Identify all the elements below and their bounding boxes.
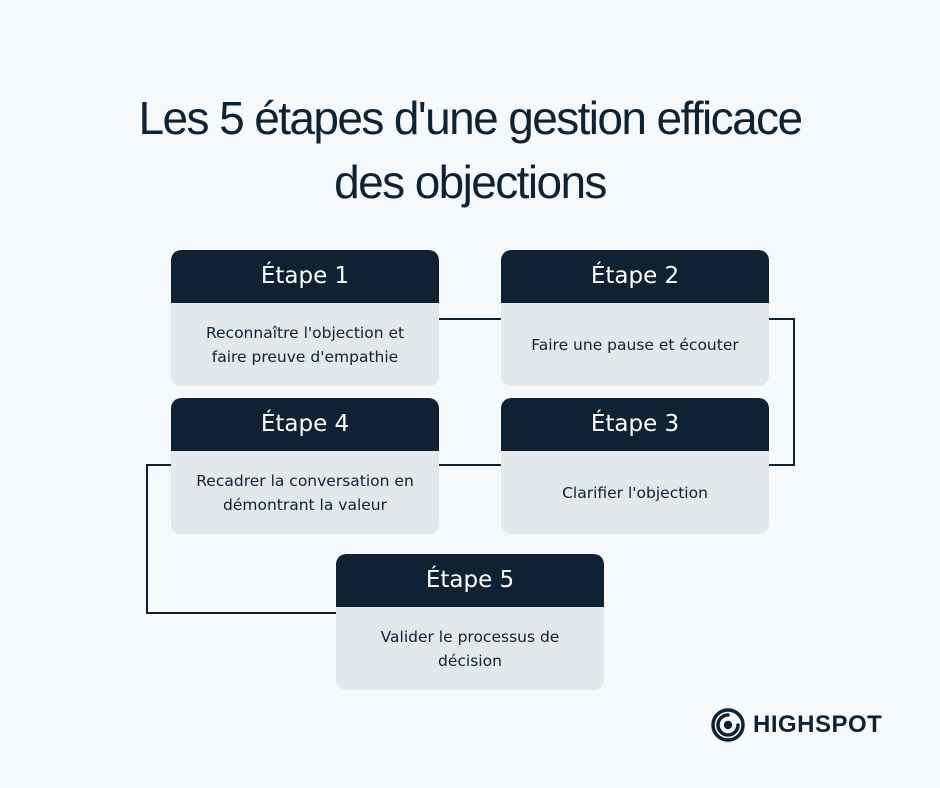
step-4-header: Étape 4 (171, 398, 439, 451)
step-3-header: Étape 3 (501, 398, 769, 451)
step-1-text-line-2: faire preuve d'empathie (211, 347, 399, 366)
step-5-text-line-1: Valider le processus de (380, 627, 560, 646)
step-5-card: Étape 5 Valider le processus de décision (336, 554, 604, 690)
step-1-text: Reconnaître l'objection et faire preuve … (171, 303, 439, 386)
step-1-header: Étape 1 (171, 250, 439, 303)
step-2-text-line-1: Faire une pause et écouter (531, 335, 739, 354)
step-5-text-line-2: décision (438, 651, 502, 670)
step-5-header: Étape 5 (336, 554, 604, 607)
title-line-1: Les 5 étapes d'une gestion efficace (138, 92, 804, 144)
step-3-card: Étape 3 Clarifier l'objection (501, 398, 769, 534)
highspot-logo-icon (711, 708, 745, 742)
step-2-header: Étape 2 (501, 250, 769, 303)
step-4-card: Étape 4 Recadrer la conversation en démo… (171, 398, 439, 534)
step-4-text-line-1: Recadrer la conversation en (196, 471, 414, 490)
connector-2-3 (769, 318, 795, 466)
step-4-text: Recadrer la conversation en démontrant l… (171, 451, 439, 534)
step-1-card: Étape 1 Reconnaître l'objection et faire… (171, 250, 439, 386)
title-line-2: des objections (334, 156, 607, 208)
step-2-card: Étape 2 Faire une pause et écouter (501, 250, 769, 386)
step-1-text-line-1: Reconnaître l'objection et (205, 323, 405, 342)
step-3-text: Clarifier l'objection (501, 451, 769, 534)
step-4-text-line-2: démontrant la valeur (223, 495, 387, 514)
step-5-text: Valider le processus de décision (336, 607, 604, 690)
diagram-title: Les 5 étapes d'une gestion efficace des … (0, 86, 940, 214)
step-3-text-line-1: Clarifier l'objection (562, 483, 708, 502)
connector-4-5 (146, 464, 336, 614)
highspot-logo: HIGHSPOT (711, 707, 882, 743)
logo-text: HIGHSPOT (753, 711, 883, 738)
step-2-text: Faire une pause et écouter (501, 303, 769, 386)
